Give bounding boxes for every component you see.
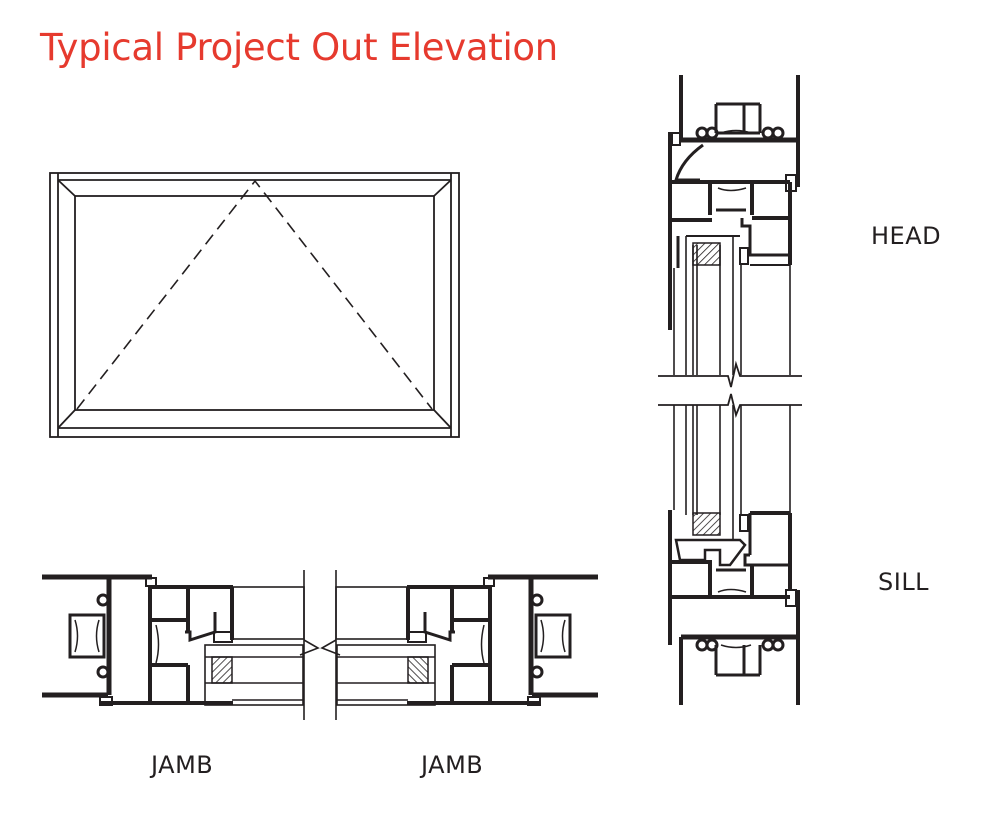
sill-section xyxy=(668,405,800,705)
window-elevation xyxy=(49,172,460,438)
jamb-right-label: JAMB xyxy=(421,751,484,779)
head-section xyxy=(658,75,802,418)
sill-label: SILL xyxy=(878,568,930,596)
jamb-right-section xyxy=(320,570,598,720)
jamb-left-section xyxy=(42,570,320,720)
jamb-left-label: JAMB xyxy=(151,751,214,779)
page-title: Typical Project Out Elevation xyxy=(40,26,558,69)
head-label: HEAD xyxy=(871,222,942,250)
